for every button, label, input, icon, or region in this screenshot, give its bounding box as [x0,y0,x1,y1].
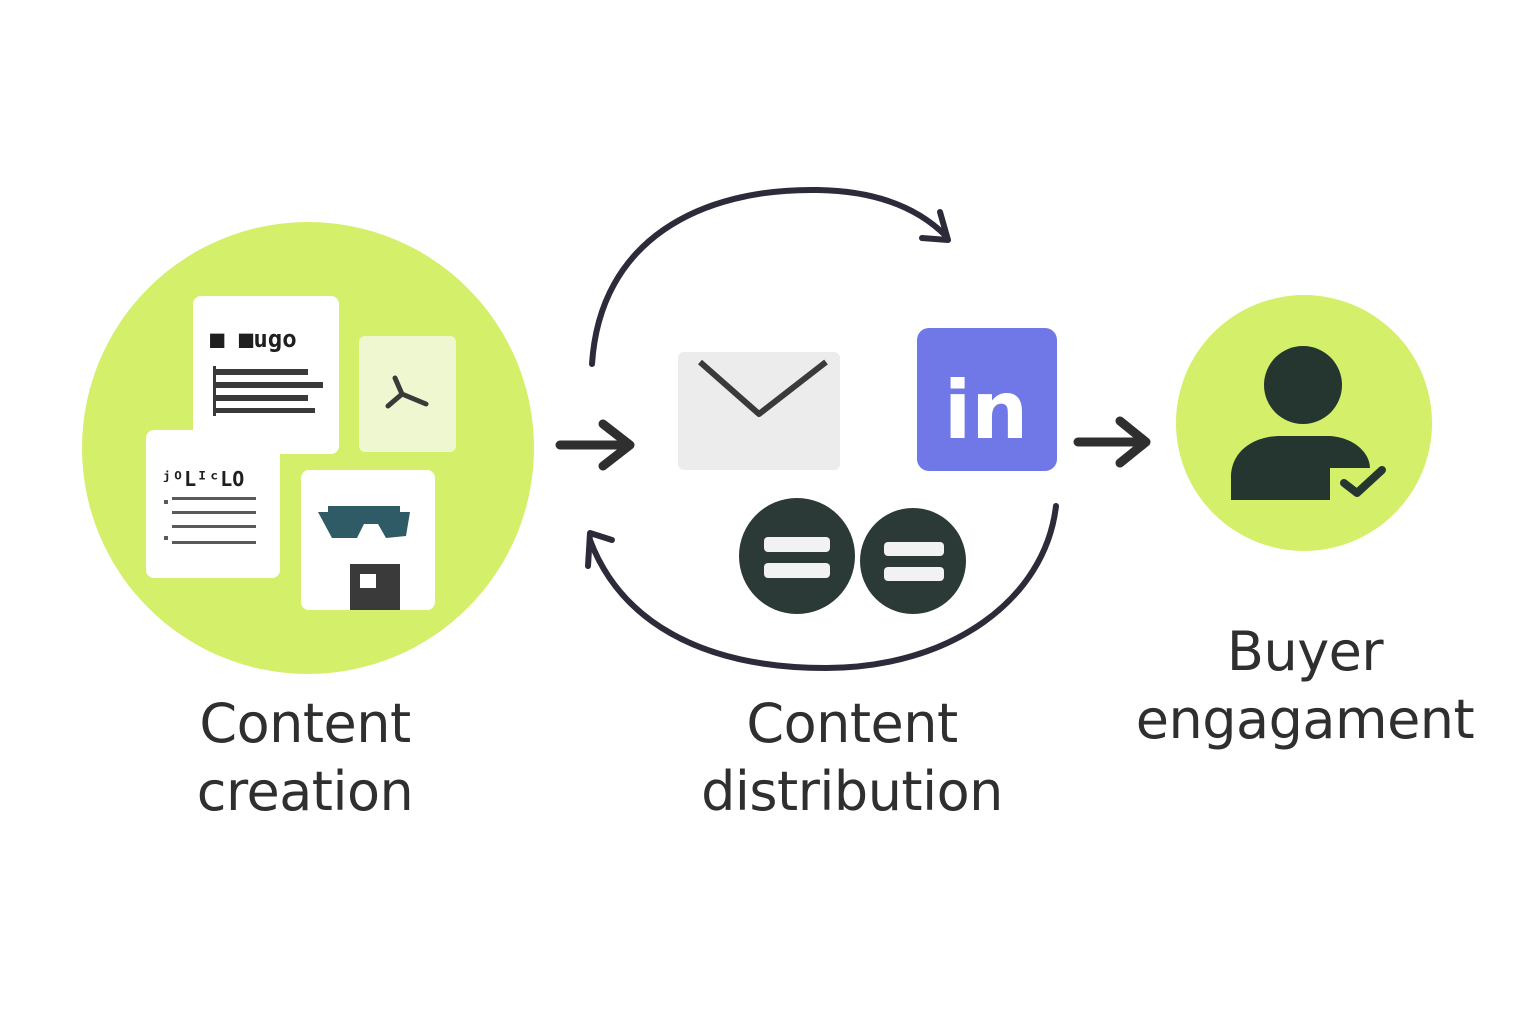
document-icon: ʲᴼLᴵᶜLO [146,430,280,578]
user-check-icon [1231,346,1386,500]
email-icon [678,352,840,470]
stage-label-buyer-engagement: Buyer engagament [1120,618,1490,754]
stage-label-content-creation: Content creation [150,690,460,826]
stage-label-line: engagament [1135,688,1475,751]
arrow-right-icon [1073,416,1151,468]
stage-label-line: creation [196,760,414,823]
content-creation-node: ■ ■ugo ʲᴼLᴵᶜLO [82,222,534,674]
glasses-icon [301,470,435,610]
arrow-right-icon [555,419,635,471]
linkedin-icon: in [917,328,1057,471]
chart-icon [359,336,456,452]
linkedin-label: in [944,364,1028,457]
stage-label-content-distribution: Content distribution [672,690,1032,826]
stage-label-line: Content [746,692,958,755]
stage-label-line: Buyer [1226,620,1384,683]
content-distribution-node: in [585,186,1059,672]
document-icon: ■ ■ugo [193,296,339,454]
stage-label-line: Content [199,692,411,755]
doc1-header: ■ ■ugo [210,325,297,353]
stage-label-line: distribution [701,760,1003,823]
buyer-engagement-node [1176,295,1432,551]
chat-icon [739,498,966,614]
cycle-arrow-icon [585,503,1059,672]
doc2-header: ʲᴼLᴵᶜLO [160,467,244,491]
cycle-arrow-icon [589,186,951,367]
